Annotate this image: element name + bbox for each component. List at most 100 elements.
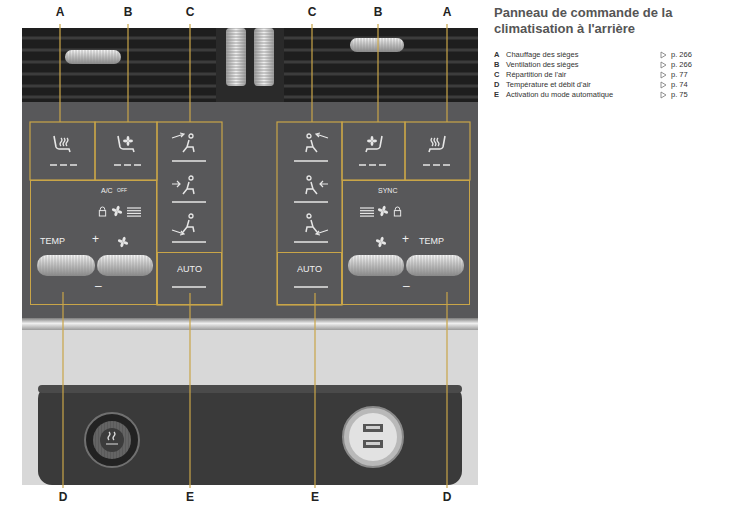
illustration-part xyxy=(22,28,478,102)
page-arrow xyxy=(661,52,666,98)
illustration-part xyxy=(127,24,128,122)
key-description: Ventilation des sièges xyxy=(506,61,579,69)
illustration-part xyxy=(443,164,450,166)
illustration-part xyxy=(306,214,317,232)
illustration-part xyxy=(114,164,121,166)
illustration-part xyxy=(348,255,404,276)
illustration-part xyxy=(306,176,317,194)
illustration-part xyxy=(350,38,404,52)
illustration-part xyxy=(54,136,70,152)
callout-letter: B xyxy=(374,6,383,18)
control-label: AUTO xyxy=(158,265,221,274)
illustration-part xyxy=(429,136,445,152)
illustration-part xyxy=(394,207,400,216)
page-reference: p. 266 xyxy=(671,61,692,69)
page-title: Panneau de commande de la climatisation … xyxy=(494,5,739,36)
key-letter: B xyxy=(494,61,499,69)
illustration-part xyxy=(183,214,194,232)
key-description: Répartition de l'air xyxy=(506,71,566,79)
illustration-part xyxy=(369,164,376,166)
illustration-part xyxy=(226,28,246,86)
illustration-part xyxy=(342,122,405,180)
callout-letter: D xyxy=(59,491,68,503)
illustration-part xyxy=(59,24,60,122)
illustration-part xyxy=(661,82,666,88)
key-description: Chauffage des sièges xyxy=(506,51,578,59)
illustration-part xyxy=(37,255,95,276)
callout-letter: C xyxy=(308,6,317,18)
illustration-part xyxy=(95,122,157,180)
illustration-part xyxy=(359,164,366,166)
illustration-part xyxy=(62,292,63,488)
page-reference: p. 74 xyxy=(671,81,688,89)
illustration-part xyxy=(294,201,328,203)
illustration-part xyxy=(433,164,440,166)
illustration-part xyxy=(85,413,139,467)
illustration-part xyxy=(226,28,246,86)
illustration-part xyxy=(294,286,328,288)
illustration-part xyxy=(405,122,470,180)
illustration-part xyxy=(661,72,666,78)
page-reference: p. 75 xyxy=(671,91,688,99)
illustration-part xyxy=(22,330,478,485)
temperature-roller xyxy=(37,255,464,276)
illustration-part xyxy=(30,122,95,180)
illustration-part xyxy=(366,442,380,445)
callout-letter: E xyxy=(186,491,194,503)
illustration-part xyxy=(183,134,194,152)
illustration-part xyxy=(127,208,141,216)
control-label: AUTO xyxy=(278,265,341,274)
illustration-part xyxy=(60,164,67,166)
illustration-part xyxy=(406,255,464,276)
callout-letter: A xyxy=(443,6,452,18)
illustration-part xyxy=(183,176,194,194)
control-icons xyxy=(50,133,450,287)
callout-letter: E xyxy=(311,491,319,503)
illustration-part xyxy=(93,421,131,459)
key-description: Température et débit d'air xyxy=(506,81,591,89)
page-reference: p. 77 xyxy=(671,71,688,79)
control-label: – xyxy=(403,280,410,292)
illustration-part xyxy=(349,413,397,461)
illustration-part xyxy=(375,236,386,247)
illustration-part xyxy=(37,255,95,276)
key-letter: A xyxy=(494,51,499,59)
illustration-part xyxy=(406,255,464,276)
cigarette-lighter xyxy=(85,413,139,467)
illustration-part xyxy=(254,28,274,86)
control-label: + xyxy=(402,233,409,245)
illustration-part xyxy=(172,160,206,162)
illustration-part xyxy=(294,160,328,162)
illustration-part xyxy=(446,24,447,122)
illustration-part xyxy=(446,292,447,488)
illustration-part xyxy=(377,24,378,122)
control-label: – xyxy=(95,280,102,292)
illustration-part xyxy=(106,432,118,444)
illustration-part xyxy=(379,164,386,166)
illustration-part xyxy=(38,385,462,485)
control-zone: A/COFFTEMP+– xyxy=(30,180,157,305)
control-label: OFF xyxy=(117,188,127,193)
illustration-part xyxy=(377,205,388,216)
illustration-part xyxy=(661,92,666,98)
illustration-part xyxy=(311,24,312,122)
air-vent xyxy=(22,28,478,102)
key-letter: C xyxy=(494,71,499,79)
illustration-part xyxy=(97,255,153,276)
control-zone: SYNC+TEMP– xyxy=(342,180,470,305)
illustration-part xyxy=(360,208,374,216)
illustration-part xyxy=(124,164,131,166)
control-outline xyxy=(30,122,470,305)
callout-letter: C xyxy=(186,6,195,18)
illustration-part xyxy=(661,62,666,68)
illustration-part xyxy=(22,102,478,318)
key-letter: D xyxy=(494,81,499,89)
usb-socket xyxy=(343,407,403,467)
illustration-part xyxy=(172,241,206,243)
illustration-part xyxy=(172,286,206,288)
control-label: SYNC xyxy=(378,187,397,194)
key-letter: E xyxy=(494,91,499,99)
callout-letter: A xyxy=(56,6,65,18)
illustration-part xyxy=(70,164,77,166)
